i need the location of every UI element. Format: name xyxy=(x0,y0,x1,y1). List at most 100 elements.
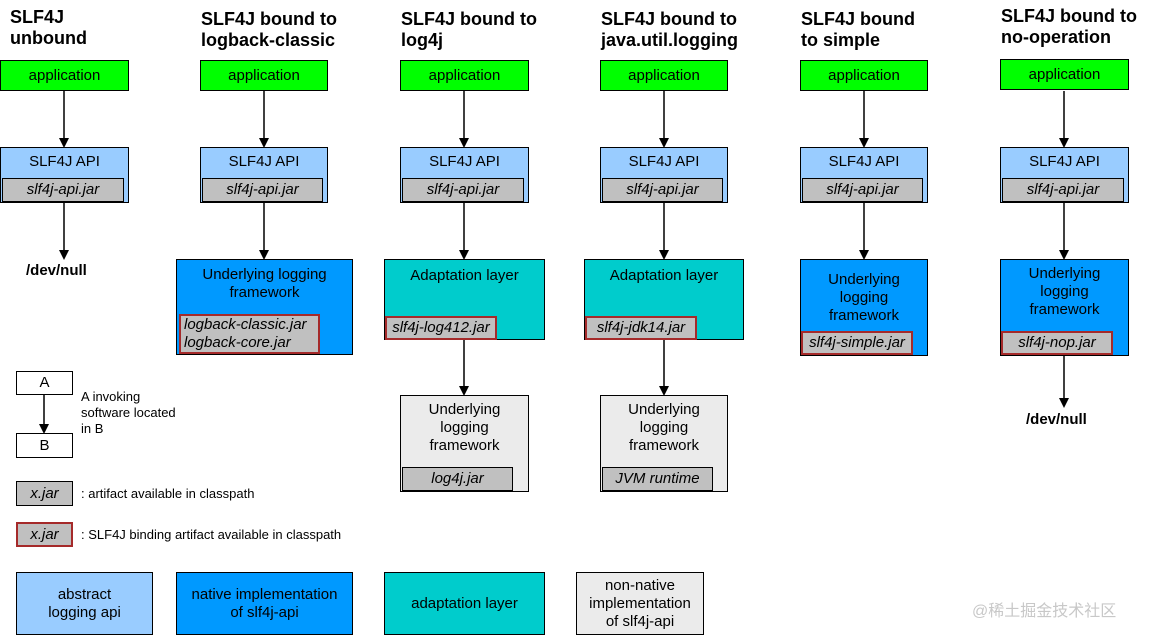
non-native-framework-box: Underlying logging framework JVM runtime xyxy=(600,395,728,492)
jar-name: logback-core.jar xyxy=(184,334,291,351)
legend-jar-text: : artifact available in classpath xyxy=(81,486,255,501)
watermark: @稀土掘金技术社区 xyxy=(972,603,1117,620)
legend-a-label: A xyxy=(39,374,50,391)
api-label: SLF4J API xyxy=(828,153,900,170)
legend-jar-sample: x.jar xyxy=(16,481,73,506)
api-jar: slf4j-api.jar xyxy=(402,178,524,202)
slf4j-api-box: SLF4J API slf4j-api.jar xyxy=(800,147,928,203)
legend-line: implementation xyxy=(589,594,691,612)
api-label: SLF4J API xyxy=(228,153,300,170)
legend-b-label: B xyxy=(39,436,50,454)
api-jar: slf4j-api.jar xyxy=(2,178,124,202)
application-label: application xyxy=(828,66,900,84)
application-box: application xyxy=(0,60,129,91)
application-label: application xyxy=(628,66,700,84)
legend-native-impl: native implementation of slf4j-api xyxy=(176,572,353,635)
api-label: SLF4J API xyxy=(29,153,100,170)
legend-adaptation-layer: adaptation layer xyxy=(384,572,545,635)
non-native-framework-box: Underlying logging framework log4j.jar xyxy=(400,395,529,492)
adaptation-layer-box: Adaptation layer slf4j-jdk14.jar xyxy=(584,259,744,340)
framework-label: Underlying logging xyxy=(202,266,327,283)
native-framework-box: Underlying logging framework logback-cla… xyxy=(176,259,353,355)
framework-label: framework xyxy=(429,437,500,454)
adaptation-jar: slf4j-jdk14.jar xyxy=(585,316,697,340)
title-line: log4j xyxy=(401,30,444,50)
legend-line: logging api xyxy=(48,603,121,621)
legend-line: native implementation xyxy=(191,585,338,603)
title-line: SLF4J xyxy=(10,7,65,27)
framework-label: Underlying xyxy=(428,401,501,418)
application-box: application xyxy=(400,60,529,91)
legend-line: of slf4j-api xyxy=(230,603,299,621)
framework-label: framework xyxy=(1029,301,1100,318)
title-line: SLF4J bound to xyxy=(601,9,737,29)
jar-name: logback-classic.jar xyxy=(184,316,307,333)
api-label: SLF4J API xyxy=(628,153,700,170)
column-title-log4j: SLF4J bound to log4j xyxy=(401,9,537,51)
adaptation-label: Adaptation layer xyxy=(609,267,719,284)
column-title-jul: SLF4J bound to java.util.logging xyxy=(601,9,738,51)
api-jar: slf4j-api.jar xyxy=(802,178,923,202)
framework-jar: log4j.jar xyxy=(402,467,513,491)
slf4j-api-box: SLF4J API slf4j-api.jar xyxy=(400,147,529,203)
legend-line: software located xyxy=(81,405,176,420)
title-line: logback-classic xyxy=(201,30,336,50)
framework-label: framework xyxy=(628,437,699,454)
legend-line: of slf4j-api xyxy=(605,612,675,630)
adaptation-jar: slf4j-log412.jar xyxy=(385,316,497,340)
legend-line: abstract xyxy=(57,585,112,603)
native-framework-box: Underlying logging framework slf4j-nop.j… xyxy=(1000,259,1129,356)
slf4j-api-box: SLF4J API slf4j-api.jar xyxy=(200,147,328,203)
legend-non-native: non-native implementation of slf4j-api xyxy=(576,572,704,635)
application-label: application xyxy=(28,66,101,84)
framework-jar: JVM runtime xyxy=(602,467,713,491)
legend-box-a: A xyxy=(16,371,73,395)
title-line: SLF4J bound xyxy=(801,9,915,29)
application-label: application xyxy=(228,66,300,84)
application-box: application xyxy=(200,60,328,91)
framework-label: logging xyxy=(1040,283,1089,300)
framework-label: logging xyxy=(839,289,889,306)
native-framework-box: Underlying logging framework slf4j-simpl… xyxy=(800,259,928,356)
column-title-logback: SLF4J bound to logback-classic xyxy=(201,9,337,51)
framework-label: framework xyxy=(828,307,899,324)
framework-label: Underlying xyxy=(828,271,900,288)
legend-abstract-api: abstract logging api xyxy=(16,572,153,635)
adaptation-label: Adaptation layer xyxy=(410,267,519,284)
column-title-unbound: SLF4J unbound xyxy=(10,7,87,49)
legend-box-b: B xyxy=(16,433,73,458)
framework-label: framework xyxy=(229,284,300,301)
api-jar: slf4j-api.jar xyxy=(602,178,723,202)
application-label: application xyxy=(1028,65,1101,83)
legend-line: A invoking xyxy=(81,389,141,404)
title-line: SLF4J bound to xyxy=(201,9,337,29)
logback-jars: logback-classic.jar logback-core.jar xyxy=(179,314,320,354)
legend-invoking-text: A invoking software located in B xyxy=(81,389,176,437)
title-line: SLF4J bound to xyxy=(401,9,537,29)
api-jar: slf4j-api.jar xyxy=(1002,178,1124,202)
adaptation-layer-box: Adaptation layer slf4j-log412.jar xyxy=(384,259,545,340)
slf4j-api-box: SLF4J API slf4j-api.jar xyxy=(600,147,728,203)
slf4j-api-box: SLF4J API slf4j-api.jar xyxy=(0,147,129,203)
framework-label: Underlying xyxy=(628,401,700,418)
title-line: to simple xyxy=(801,30,881,50)
application-box: application xyxy=(1000,59,1129,90)
legend-line: adaptation layer xyxy=(411,594,518,612)
application-label: application xyxy=(428,66,501,84)
binding-jar: slf4j-simple.jar xyxy=(801,331,913,355)
framework-label: logging xyxy=(639,419,689,436)
legend-line: non-native xyxy=(604,576,676,594)
application-box: application xyxy=(800,60,928,91)
title-line: java.util.logging xyxy=(601,30,739,50)
title-line: no-operation xyxy=(1001,27,1111,47)
api-label: SLF4J API xyxy=(1029,153,1100,170)
framework-label: logging xyxy=(440,419,489,436)
slf4j-api-box: SLF4J API slf4j-api.jar xyxy=(1000,147,1129,203)
legend-binding-sample: x.jar xyxy=(16,522,73,547)
column-title-simple: SLF4J bound to simple xyxy=(801,9,915,51)
column-title-nop: SLF4J bound to no-operation xyxy=(1001,6,1137,48)
dev-null-label: /dev/null xyxy=(1026,411,1087,428)
binding-jar: slf4j-nop.jar xyxy=(1001,331,1113,355)
dev-null-label: /dev/null xyxy=(26,262,87,279)
